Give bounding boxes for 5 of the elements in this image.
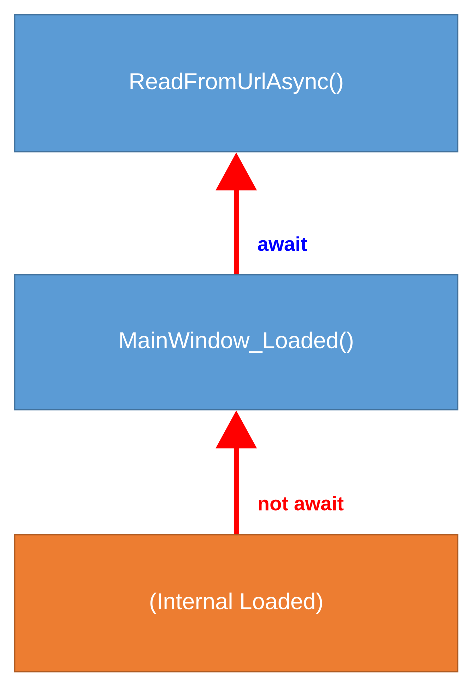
process-box: (Internal Loaded) (14, 534, 459, 673)
edge-label: await (256, 236, 309, 252)
edge-label: not await (256, 495, 346, 512)
process-box: MainWindow_Loaded() (14, 274, 459, 411)
process-box: ReadFromUrlAsync() (14, 14, 459, 153)
